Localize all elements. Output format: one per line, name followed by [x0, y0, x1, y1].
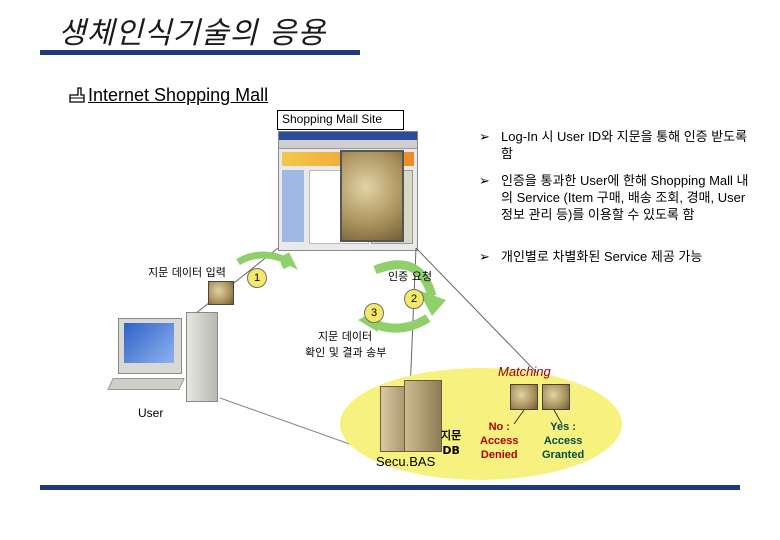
section-heading: Internet Shopping Mall: [88, 85, 269, 105]
arrow-bullet-icon: ➢: [479, 129, 490, 144]
hand-pointer-icon: [69, 87, 85, 103]
arrow-step-1: [236, 251, 298, 270]
arrow-bullet-icon: ➢: [479, 173, 490, 188]
bullet-login: ➢ Log-In 시 User ID와 지문을 통해 인증 받도록 함: [479, 129, 748, 161]
monitor-screen: [124, 323, 174, 363]
site-sidebar: [282, 170, 304, 242]
user-label: User: [138, 406, 164, 420]
step-3-badge: 3: [364, 303, 384, 323]
computer-tower: [186, 312, 218, 402]
arrowhead-step-2: [418, 290, 446, 316]
fingerprint-sample-icon: [208, 281, 234, 305]
matching-title: Matching: [498, 364, 551, 379]
user-computer: [107, 312, 220, 404]
bullet-personalized: ➢ 개인별로 차별화된 Service 제공 가능: [479, 249, 703, 264]
access-granted-result: Yes : Access Granted: [542, 421, 585, 461]
step-1-badge: 1: [247, 268, 267, 288]
line-site-to-matching: [415, 247, 541, 377]
matching-sample-left-icon: [510, 384, 538, 410]
arrow-step-2: [373, 260, 437, 298]
line-site-to-pc: [189, 247, 279, 319]
fingerprint-db-label: 지문 DB: [441, 429, 462, 457]
access-denied-result: No : Access Denied: [480, 421, 519, 461]
browser-titlebar: [279, 132, 417, 140]
bottom-rule: [40, 485, 740, 490]
site-caption-box: [277, 110, 404, 130]
bullet-service: ➢ 인증을 통과한 User에 한해 Shopping Mall 내의 Serv…: [479, 173, 749, 222]
arrow-bullet-icon: ➢: [479, 249, 490, 264]
confirm-label-line-2: 확인 및 결과 송부: [305, 346, 387, 359]
browser-toolbar: [279, 140, 417, 149]
site-caption: Shopping Mall Site: [282, 112, 383, 126]
server-name: Secu.BAS: [376, 454, 436, 469]
fingerprint-input-label: 지문 데이터 입력: [148, 266, 226, 279]
server-tower-rear: [404, 380, 442, 452]
confirm-label-line-1: 지문 데이터: [318, 330, 373, 343]
fingerprint-window: [340, 150, 404, 242]
title-underline: [40, 50, 360, 55]
page-title: 생체인식기술의 응용: [58, 16, 326, 51]
step-2-badge: 2: [404, 289, 424, 309]
line-pc-to-ellipse: [219, 397, 373, 453]
matching-sample-right-icon: [542, 384, 570, 410]
auth-request-label: 인증 요청: [388, 270, 432, 283]
